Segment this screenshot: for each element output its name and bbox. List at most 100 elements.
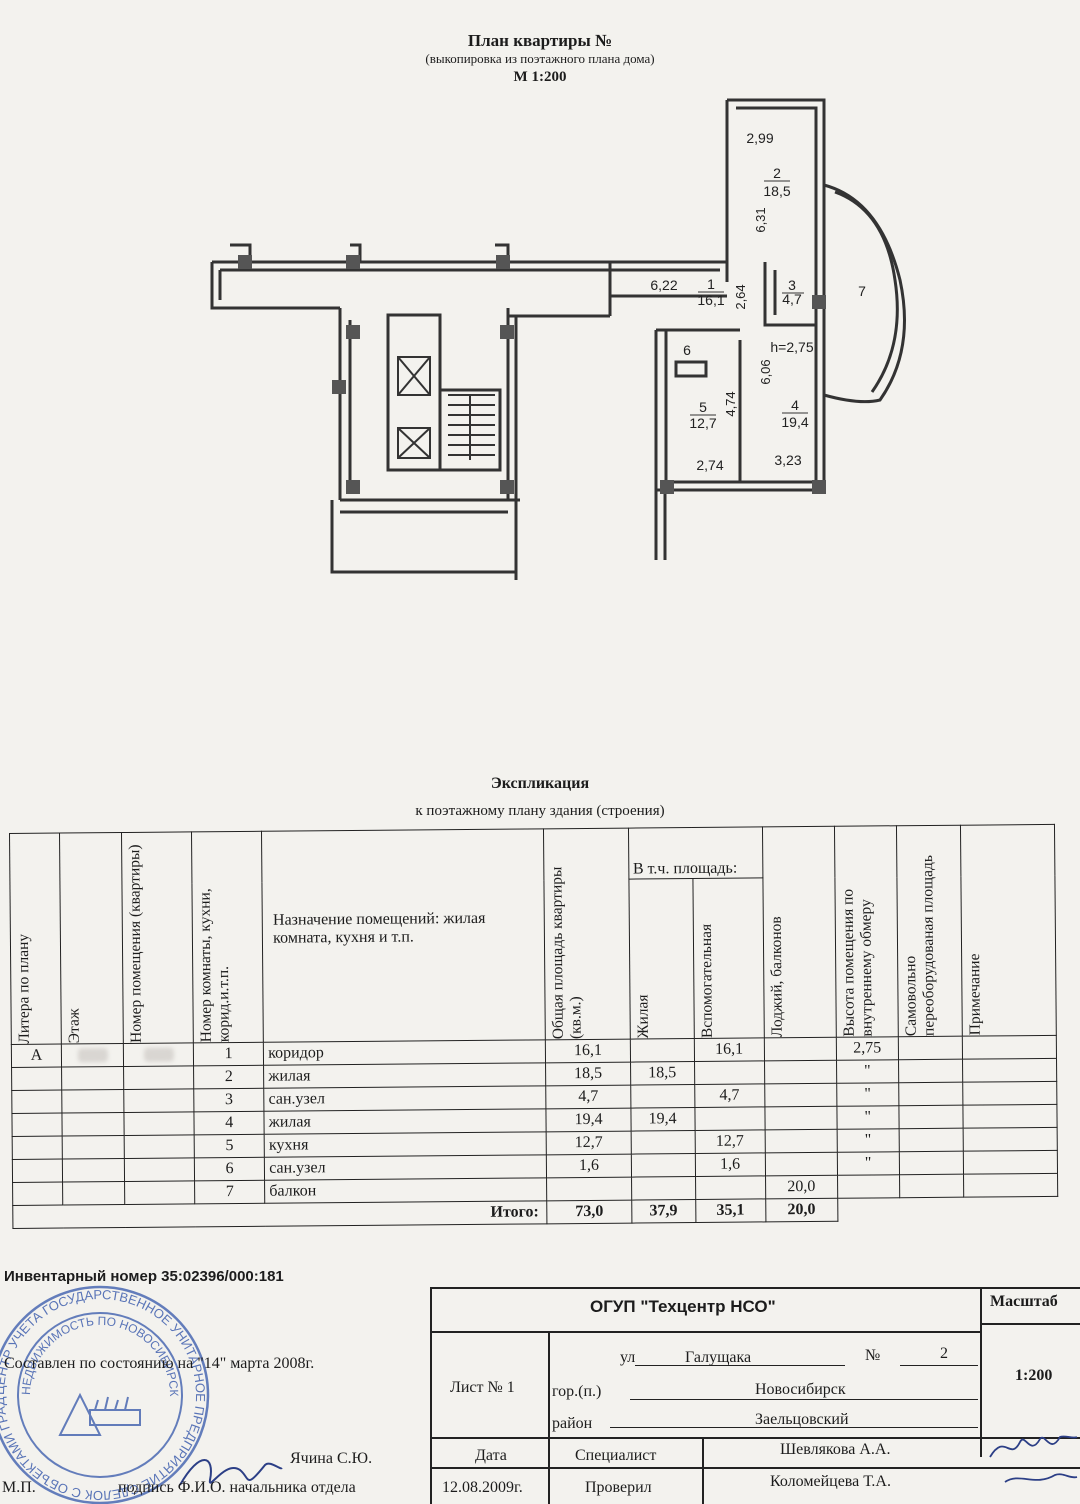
checked-label: Проверил: [585, 1479, 652, 1496]
cell-height: ": [837, 1151, 900, 1176]
city-label: гор.(п.): [552, 1383, 602, 1400]
scale-label: Масштаб: [990, 1293, 1058, 1310]
cell-aux: [695, 1175, 766, 1200]
cell-aux: 16,1: [693, 1037, 765, 1062]
room-2-number: 2: [773, 165, 781, 181]
cell-balcony: [764, 1060, 837, 1084]
org-name: ОГУП "Техцентр НСО": [590, 1297, 776, 1316]
street-name: Галущака: [685, 1349, 752, 1366]
cell-total: [547, 1177, 632, 1201]
cell-premise: [123, 1042, 194, 1067]
explication-table: Литера по плану Этаж Номер помещения (кв…: [9, 824, 1058, 1229]
plan-title: План квартиры №: [467, 31, 613, 50]
cell-balcony: [763, 1037, 837, 1061]
header-loggia: Лоджий, балконов: [767, 916, 786, 1038]
plan-scale: М 1:200: [513, 69, 567, 85]
redacted-premise: [143, 1047, 174, 1063]
city-name: Новосибирск: [755, 1381, 846, 1398]
cell-litera: А: [11, 1044, 62, 1068]
cell-room-name: балкон: [264, 1177, 548, 1204]
stamp-place-label: М.П.: [2, 1479, 36, 1496]
cell-total: 1,6: [546, 1154, 632, 1178]
cell-aux: 4,7: [694, 1083, 765, 1108]
cell-living: [629, 1038, 695, 1063]
checked-name: Коломейцева Т.А.: [770, 1473, 891, 1490]
room-4-area: 19,4: [781, 414, 808, 430]
header-premise-no: Номер помещения (квартиры): [126, 844, 145, 1043]
signature-caption: подпись Ф.И.О. начальника отдела: [118, 1479, 356, 1496]
cell-aux: [694, 1106, 765, 1131]
dim-height: h=2,75: [770, 339, 813, 355]
specialist-signature: [989, 1435, 1078, 1483]
dim-2-74: 2,74: [696, 457, 723, 473]
room-4-number: 4: [791, 397, 799, 413]
explication-title: Экспликация: [490, 775, 590, 792]
header-incl-area: В т.ч. площадь:: [628, 826, 763, 880]
header-purpose: Назначение помещений: жилая комната, кух…: [261, 828, 546, 1043]
room-3-number: 3: [788, 277, 796, 293]
stamp-emblem: [58, 1392, 141, 1436]
cell-balcony: [764, 1106, 837, 1130]
elevator-symbols: [397, 356, 495, 460]
total-living: 37,9: [631, 1199, 696, 1224]
district-name: Заельцовский: [755, 1411, 849, 1428]
cell-room-name: сан.узел: [264, 1154, 548, 1181]
cell-room-no: 5: [194, 1134, 265, 1158]
room-1-number: 1: [707, 276, 715, 292]
sheet-number: Лист № 1: [450, 1379, 515, 1396]
total-area: 73,0: [547, 1200, 632, 1224]
header-litera: Литера по плану: [14, 933, 33, 1044]
cell-height: ": [836, 1082, 899, 1107]
cell-living: [630, 1130, 695, 1155]
cell-balcony: [764, 1129, 838, 1153]
cell-total: 16,1: [545, 1039, 631, 1063]
balcony-outline: [823, 183, 906, 404]
room-1-area: 16,1: [697, 292, 724, 308]
cell-room-no: 1: [193, 1042, 264, 1066]
cell-living: [631, 1176, 696, 1201]
cell-living: [630, 1153, 696, 1178]
cell-aux: 1,6: [694, 1152, 766, 1177]
room-6-number: 6: [683, 342, 691, 358]
cell-floor: [61, 1043, 124, 1068]
compiled-date: Составлен по состоянию на "14" марта 200…: [4, 1355, 315, 1372]
scale-value: 1:200: [1015, 1367, 1053, 1384]
house-no-value: 2: [940, 1345, 948, 1362]
room-2-area: 18,5: [763, 183, 790, 199]
room-5-number: 5: [699, 399, 707, 415]
inventory-number: Инвентарный номер 35:02396/000:181: [4, 1268, 284, 1285]
cell-total: 4,7: [546, 1085, 631, 1109]
cell-balcony: [764, 1152, 838, 1176]
cell-living: 19,4: [630, 1107, 695, 1132]
header-living: Жилая: [633, 994, 652, 1039]
cell-height: ": [836, 1105, 899, 1130]
specialist-name: Шевлякова А.А.: [780, 1441, 891, 1458]
cell-height: [837, 1174, 900, 1199]
cell-height: ": [836, 1128, 900, 1153]
signer-name: Ячина С.Ю.: [290, 1450, 373, 1467]
district-label: район: [552, 1415, 593, 1432]
cell-aux: [694, 1060, 765, 1085]
cell-room-name: жилая: [264, 1108, 547, 1135]
floor-plan-walls: [210, 98, 826, 580]
cell-height: ": [836, 1059, 899, 1084]
header-height: Высота помещения по внутреннему обмеру: [839, 888, 876, 1037]
cell-balcony: 20,0: [765, 1175, 838, 1199]
house-no-label: №: [865, 1347, 881, 1364]
dim-2-64: 2,64: [733, 284, 748, 309]
cell-total: 19,4: [546, 1108, 631, 1132]
plan-subtitle: (выкопировка из поэтажного плана дома): [425, 51, 655, 66]
room-3-area: 4,7: [782, 291, 802, 307]
cell-room-no: 3: [193, 1088, 265, 1112]
cell-room-name: кухня: [264, 1131, 547, 1158]
cell-height: 2,75: [836, 1036, 899, 1061]
cell-room-name: коридор: [263, 1039, 547, 1066]
handwritten-signature: [179, 1459, 283, 1486]
cell-room-no: 7: [194, 1180, 265, 1204]
street-prefix: ул: [620, 1349, 636, 1366]
cell-living: [630, 1084, 695, 1109]
dim-6-06: 6,06: [758, 359, 773, 384]
specialist-label: Специалист: [575, 1447, 657, 1464]
header-total-area: Общая площадь квартиры (кв.м.): [548, 866, 586, 1040]
header-self-rebuilt: Самовольно переоборудованая площадь: [901, 855, 938, 1037]
